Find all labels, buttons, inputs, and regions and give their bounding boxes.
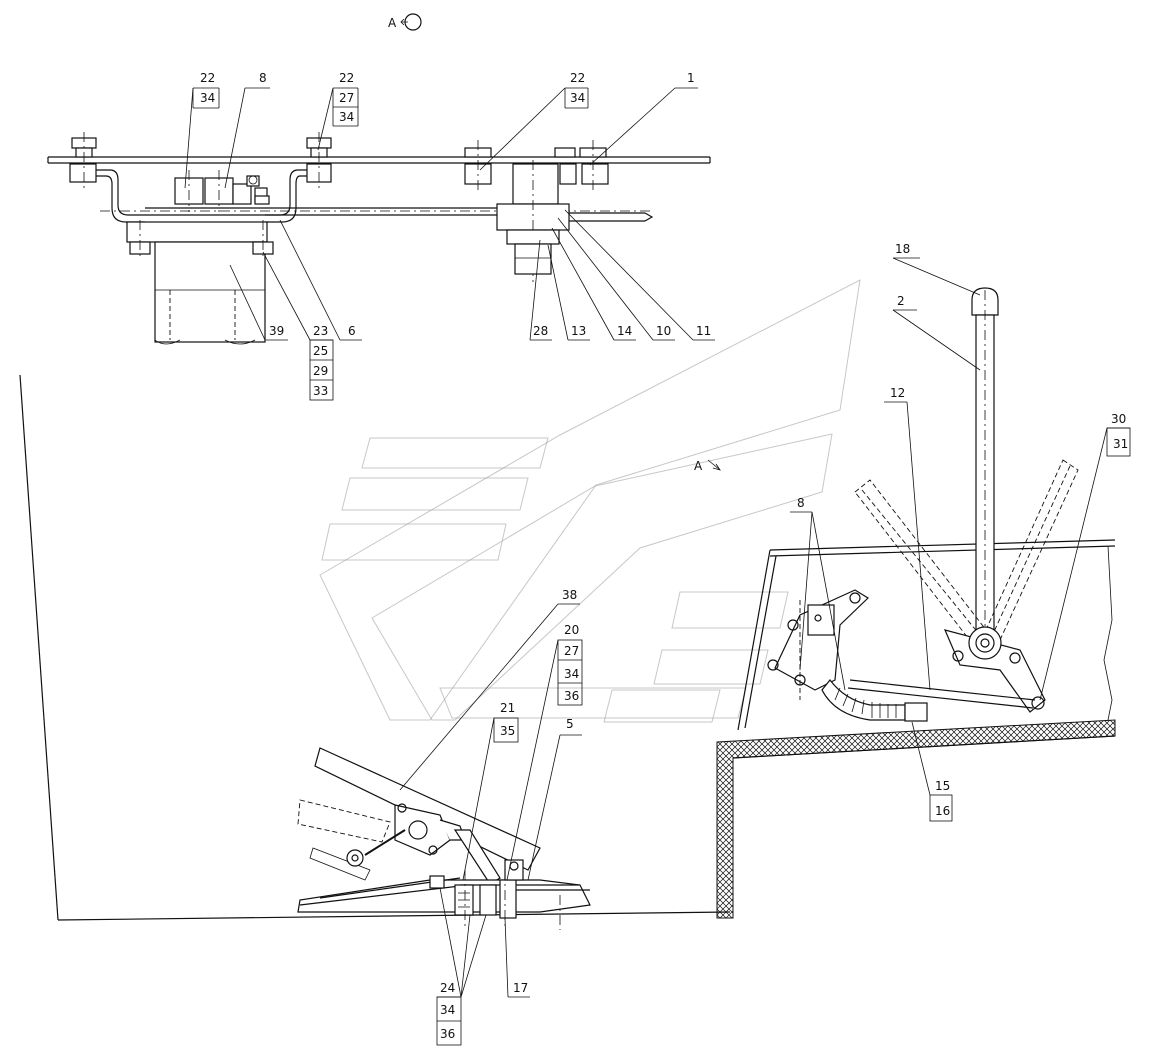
main-assembly-view xyxy=(19,287,1116,930)
callout-36: 36 xyxy=(440,1027,455,1041)
callout-8: 8 xyxy=(259,71,267,85)
callout-5: 5 xyxy=(566,717,574,731)
callout-30: 30 xyxy=(1111,412,1126,426)
callout-12: 12 xyxy=(890,386,905,400)
callout-25: 25 xyxy=(313,344,328,358)
callout-31: 31 xyxy=(1113,437,1128,451)
callout-36: 36 xyxy=(564,689,579,703)
callout-27: 27 xyxy=(339,91,354,105)
callout-28: 28 xyxy=(533,324,548,338)
watermark-logo xyxy=(319,279,861,723)
callout-38: 38 xyxy=(562,588,577,602)
callout-22: 22 xyxy=(339,71,354,85)
callout-13: 13 xyxy=(571,324,586,338)
callout-23: 23 xyxy=(313,324,328,338)
callout-22: 22 xyxy=(570,71,585,85)
callout-21: 21 xyxy=(500,701,515,715)
callout-39: 39 xyxy=(269,324,284,338)
view-a-label: A xyxy=(388,16,397,30)
callout-35: 35 xyxy=(500,724,515,738)
callout-34: 34 xyxy=(200,91,215,105)
callout-2: 2 xyxy=(897,294,905,308)
callout-10: 10 xyxy=(656,324,671,338)
callout-17: 17 xyxy=(513,981,528,995)
callout-34: 34 xyxy=(440,1003,455,1017)
callout-15: 15 xyxy=(935,779,950,793)
callout-14: 14 xyxy=(617,324,632,338)
callout-34: 34 xyxy=(570,91,585,105)
callout-34: 34 xyxy=(339,110,354,124)
callout-8: 8 xyxy=(797,496,805,510)
callout-16: 16 xyxy=(935,804,950,818)
callout-6: 6 xyxy=(348,324,356,338)
top-assembly-view xyxy=(47,132,711,345)
callout-29: 29 xyxy=(313,364,328,378)
callout-20: 20 xyxy=(564,623,579,637)
section-a-label: A xyxy=(694,459,703,473)
callout-22: 22 xyxy=(200,71,215,85)
callout-18: 18 xyxy=(895,242,910,256)
main-leader-lines xyxy=(399,257,1131,1046)
section-marker-a xyxy=(707,459,721,471)
callout-34: 34 xyxy=(564,667,579,681)
callout-24: 24 xyxy=(440,981,455,995)
callout-27: 27 xyxy=(564,644,579,658)
top-leader-lines xyxy=(184,87,715,401)
callout-1: 1 xyxy=(687,71,695,85)
callout-33: 33 xyxy=(313,384,328,398)
callout-labels: 22 34 8 22 27 34 22 34 1 39 23 25 29 33 … xyxy=(200,71,1128,1041)
callout-11: 11 xyxy=(696,324,711,338)
view-direction-icon xyxy=(400,13,422,31)
